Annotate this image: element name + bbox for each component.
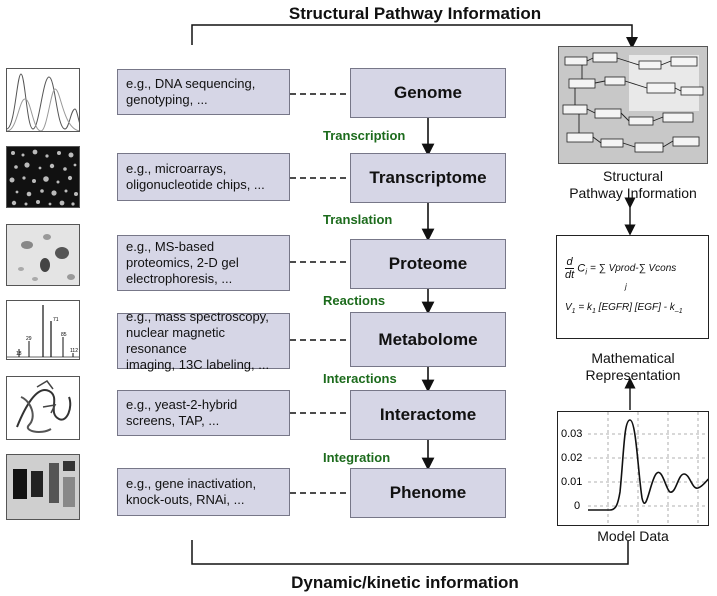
example-interactome-text: e.g., yeast-2-hybrid screens, TAP, ...: [126, 397, 238, 428]
spectrum-label-18: 18: [16, 351, 22, 357]
thumb-mass-spectrum: 18 29 71 85 112: [6, 300, 80, 360]
model-caption: Model Data: [597, 528, 669, 544]
eq-mid: = ∑ Vprod-∑ Vcons: [590, 263, 677, 274]
example-proteome: e.g., MS-based proteomics, 2-D gel elect…: [117, 235, 290, 291]
thumb-protein-structure: [6, 376, 80, 440]
eq-d: d: [565, 256, 575, 269]
eq-c: C: [577, 262, 586, 275]
process-label-reactions: Reactions: [323, 293, 386, 308]
pathway-map: [558, 46, 708, 164]
example-interactome: e.g., yeast-2-hybrid screens, TAP, ...: [117, 390, 290, 436]
example-metabolome-text: e.g., mass spectroscopy, nuclear magneti…: [126, 309, 270, 372]
eq2-k1-sub: 1: [591, 308, 596, 315]
spectrum-label-71: 71: [53, 317, 59, 323]
y-tick-002: 0.02: [561, 452, 582, 464]
example-genome-text: e.g., DNA sequencing, genotyping, ...: [126, 76, 256, 107]
example-phenome: e.g., gene inactivation, knock-outs, RNA…: [117, 468, 290, 516]
eq2-v-sub: 1: [571, 308, 576, 315]
eq-ci-sub: i: [585, 267, 587, 277]
pathway-caption: Structural Pathway Information: [569, 168, 697, 201]
eq2-v: V: [565, 302, 572, 313]
eq-dt: dt: [565, 269, 575, 281]
example-metabolome: e.g., mass spectroscopy, nuclear magneti…: [117, 309, 290, 372]
layer-phenome: Phenome: [350, 468, 506, 518]
thumb-gel-blot: [6, 454, 80, 520]
example-genome: e.g., DNA sequencing, genotyping, ...: [117, 69, 290, 115]
example-phenome-text: e.g., gene inactivation, knock-outs, RNA…: [126, 476, 257, 507]
eq2-km1-sub: –1: [674, 308, 683, 315]
eq2-rest: = k: [575, 302, 592, 313]
spectrum-label-29: 29: [26, 336, 32, 342]
process-label-integration: Integration: [323, 450, 391, 465]
equation-box: d dt Ci = ∑ Vprod-∑ Vcons j V1 = k1 [EGF…: [556, 235, 709, 339]
example-transcriptome-text: e.g., microarrays, oligonucleotide chips…: [126, 161, 265, 192]
process-label-transcription: Transcription: [323, 128, 406, 143]
y-tick-001: 0.01: [561, 476, 582, 488]
layer-metabolome: Metabolome: [350, 312, 506, 367]
example-transcriptome: e.g., microarrays, oligonucleotide chips…: [117, 153, 290, 201]
eq-j-label: j: [625, 282, 627, 291]
layer-genome: Genome: [350, 68, 506, 118]
thumb-microarray: [6, 146, 80, 208]
process-label-translation: Translation: [323, 212, 393, 227]
equation-line-2: V1 = k1 [EGFR] [EGF] - k–1: [565, 302, 683, 315]
layer-proteome: Proteome: [350, 239, 506, 289]
math-caption: Mathematical Representation: [585, 350, 681, 383]
y-tick-003: 0.03: [561, 428, 582, 440]
example-proteome-text: e.g., MS-based proteomics, 2-D gel elect…: [126, 239, 239, 286]
bottom-title: Dynamic/kinetic information: [291, 573, 519, 592]
eq2-tail: [EGFR] [EGF] - k: [595, 302, 675, 313]
y-tick-0: 0: [574, 500, 580, 512]
thumb-dna-sequencing-trace: [6, 68, 80, 132]
thumb-2d-gel: [6, 224, 80, 286]
process-label-interactions: Interactions: [323, 371, 397, 386]
spectrum-label-112: 112: [70, 348, 78, 354]
layer-transcriptome: Transcriptome: [350, 153, 506, 203]
equation-line-1: d dt Ci = ∑ Vprod-∑ Vcons: [565, 256, 676, 281]
top-title: Structural Pathway Information: [288, 4, 542, 23]
model-data-plot: 0.03 0.02 0.01 0: [557, 411, 709, 526]
layer-interactome: Interactome: [350, 390, 506, 440]
spectrum-label-85: 85: [61, 332, 67, 338]
